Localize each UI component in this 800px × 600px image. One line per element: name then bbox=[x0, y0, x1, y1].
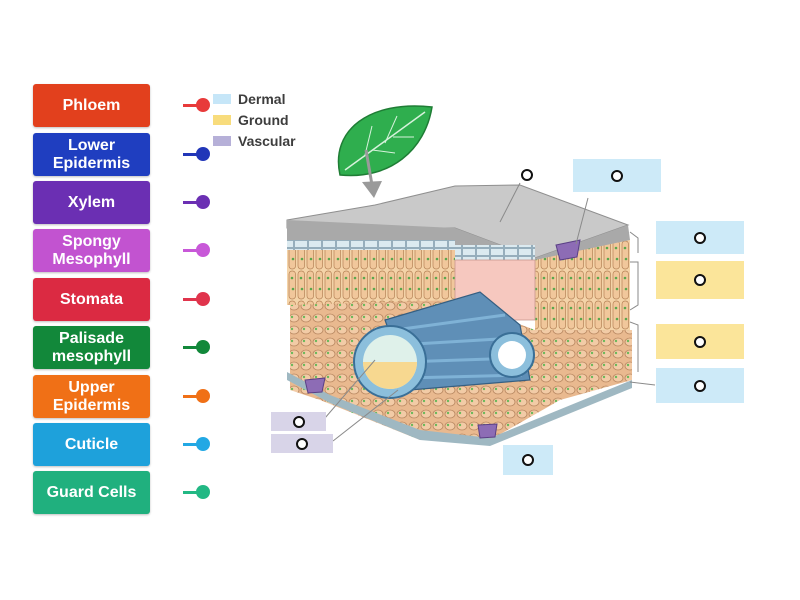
label-pin-dot[interactable] bbox=[196, 147, 210, 161]
drop-target-6[interactable] bbox=[656, 368, 744, 403]
legend-swatch bbox=[213, 94, 231, 104]
label-pin-dot[interactable] bbox=[196, 98, 210, 112]
label-upper-epidermis[interactable]: Upper Epidermis bbox=[33, 375, 210, 418]
target-marker bbox=[292, 415, 305, 428]
drop-target-7[interactable] bbox=[271, 412, 326, 431]
label-text: Stomata bbox=[59, 290, 124, 308]
label-text: Guard Cells bbox=[46, 483, 137, 501]
leader-lines bbox=[324, 182, 656, 442]
legend-label: Dermal bbox=[238, 91, 286, 107]
legend-swatch bbox=[213, 136, 231, 146]
target-marker bbox=[694, 335, 706, 348]
label-pin-dot[interactable] bbox=[196, 195, 210, 209]
label-text: Upper Epidermis bbox=[52, 378, 131, 414]
label-lower-epidermis[interactable]: Lower Epidermis bbox=[33, 133, 210, 176]
legend-label: Ground bbox=[238, 112, 289, 128]
label-connector bbox=[183, 298, 197, 301]
down-arrow-icon bbox=[362, 149, 382, 198]
label-pin-dot[interactable] bbox=[196, 389, 210, 403]
leaf-icon bbox=[337, 105, 433, 177]
label-text: Phloem bbox=[62, 96, 121, 114]
target-marker bbox=[296, 437, 308, 450]
label-guard-cells[interactable]: Guard Cells bbox=[33, 471, 210, 514]
label-connector bbox=[183, 443, 197, 446]
label-pin-dot[interactable] bbox=[196, 340, 210, 354]
drop-target-3[interactable] bbox=[656, 221, 744, 254]
label-stomata[interactable]: Stomata bbox=[33, 278, 210, 321]
label-pin-dot[interactable] bbox=[196, 437, 210, 451]
label-text: Xylem bbox=[67, 193, 116, 211]
label-text: Palisade mesophyll bbox=[51, 329, 132, 365]
drop-target-4[interactable] bbox=[656, 261, 744, 299]
leaf-block bbox=[286, 184, 632, 446]
label-palisade-mesophyll[interactable]: Palisade mesophyll bbox=[33, 326, 210, 369]
label-phloem[interactable]: Phloem bbox=[33, 84, 210, 127]
label-connector bbox=[183, 249, 197, 252]
label-connector bbox=[183, 153, 197, 156]
label-text: Lower Epidermis bbox=[52, 136, 131, 172]
label-pin-dot[interactable] bbox=[196, 243, 210, 257]
legend-label: Vascular bbox=[238, 133, 296, 149]
target-marker bbox=[694, 274, 706, 286]
vein-bundle bbox=[353, 291, 535, 399]
label-pin-dot[interactable] bbox=[196, 485, 210, 499]
label-connector bbox=[183, 104, 197, 107]
label-xylem[interactable]: Xylem bbox=[33, 181, 210, 224]
target-marker bbox=[611, 169, 623, 182]
drop-target-8[interactable] bbox=[271, 434, 333, 453]
label-text: Spongy Mesophyll bbox=[52, 232, 131, 268]
drop-target-2[interactable] bbox=[573, 159, 661, 192]
label-connector bbox=[183, 395, 197, 398]
label-text: Cuticle bbox=[64, 435, 119, 453]
label-connector bbox=[183, 201, 197, 204]
drop-target-9[interactable] bbox=[503, 445, 553, 475]
target-marker bbox=[522, 454, 534, 466]
target-marker bbox=[694, 231, 706, 244]
target-marker bbox=[694, 379, 706, 392]
label-connector bbox=[183, 491, 197, 494]
label-pin-dot[interactable] bbox=[196, 292, 210, 306]
label-connector bbox=[183, 346, 197, 349]
label-spongy-mesophyll[interactable]: Spongy Mesophyll bbox=[33, 229, 210, 272]
legend-swatch bbox=[213, 115, 231, 125]
drop-target-5[interactable] bbox=[656, 324, 744, 359]
drop-target-1[interactable] bbox=[521, 169, 533, 181]
label-cuticle[interactable]: Cuticle bbox=[33, 423, 210, 466]
